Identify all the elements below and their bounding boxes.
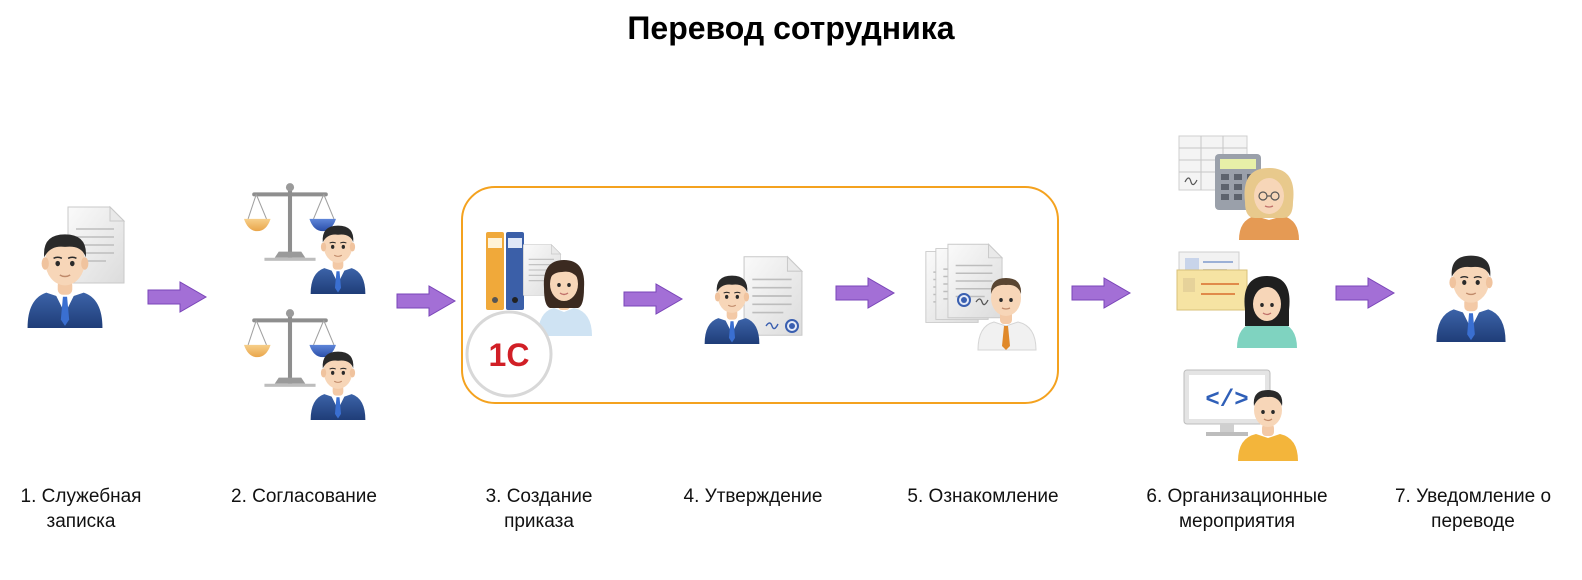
flow-arrow-4-5	[835, 277, 896, 309]
flow-arrow-1-2	[147, 281, 208, 313]
diagram-title: Перевод сотрудника	[627, 10, 955, 46]
step-label-2: 2. Согласование	[231, 486, 377, 507]
hr-card-icon	[1176, 251, 1297, 348]
flow-arrow-2-3	[396, 285, 457, 317]
svg-text:</>: </>	[1205, 387, 1248, 414]
step-label-3: 3. Создание приказа	[485, 486, 593, 532]
step-label-7: 7. Уведомление о переводе	[1394, 486, 1552, 532]
step-label-1: 1. Служебная записка	[20, 486, 142, 532]
flow-arrow-6-7	[1335, 277, 1396, 309]
manager-with-scales-icon	[244, 182, 366, 294]
it-specialist-icon: </>	[1183, 369, 1298, 461]
employee-icon	[1435, 254, 1507, 342]
accountant-icon	[1178, 135, 1299, 240]
hr-with-folders-icon	[486, 232, 592, 336]
1c-logo-text: 1С	[489, 337, 530, 373]
approval-group-frame	[461, 186, 1059, 404]
manager-signing-document-icon	[704, 255, 803, 344]
step-label-6: 6. Организационные мероприятия	[1146, 486, 1328, 532]
employee-reading-document-icon	[925, 243, 1037, 351]
flow-arrow-3-4	[623, 283, 684, 315]
1c-logo-icon: 1С	[465, 310, 553, 398]
step-label-5: 5. Ознакомление	[907, 486, 1059, 507]
flow-arrow-5-6	[1071, 277, 1132, 309]
manager-with-scales-icon	[244, 308, 366, 420]
employee-with-document-icon	[26, 206, 125, 328]
step-label-4: 4. Утверждение	[683, 486, 823, 507]
